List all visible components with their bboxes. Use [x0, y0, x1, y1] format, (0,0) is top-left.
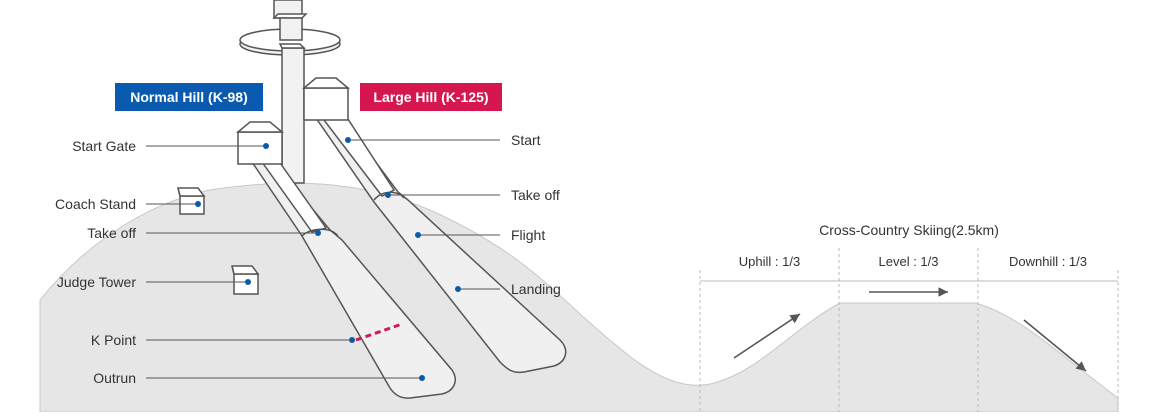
coach-stand-dot	[195, 201, 201, 207]
normal-hill-badge: Normal Hill (K-98)	[115, 83, 263, 111]
label-judge-tower: Judge Tower	[56, 274, 136, 290]
outrun-dot	[419, 375, 425, 381]
large-hill-badge: Large Hill (K-125)	[360, 83, 502, 111]
label-start: Start	[511, 132, 541, 148]
label-landing: Landing	[511, 281, 561, 297]
label-take-off-large: Take off	[511, 187, 560, 203]
label-outrun: Outrun	[93, 370, 136, 386]
label-k-point: K Point	[90, 332, 136, 348]
segment-uphill: Uphill : 1/3	[738, 254, 801, 269]
marker-dots	[195, 137, 461, 381]
right-leader-lines	[348, 139, 500, 290]
k-point-line	[355, 322, 403, 342]
label-take-off-normal: Take off	[87, 225, 136, 241]
flight-dot	[415, 232, 421, 238]
label-start-gate: Start Gate	[72, 138, 136, 154]
label-flight: Flight	[511, 227, 546, 243]
judge-tower-cube	[231, 265, 260, 295]
coach-stand-cube	[177, 187, 206, 215]
uphill-arrow	[733, 313, 801, 359]
cross-country-guides	[699, 248, 1119, 412]
segment-downhill: Downhill : 1/3	[1008, 254, 1088, 269]
normal-hill-ramp	[235, 121, 456, 399]
tower	[239, 0, 341, 184]
large-hill-ramp	[301, 77, 567, 374]
left-leader-lines	[146, 145, 422, 379]
start-dot	[345, 137, 351, 143]
label-coach-stand: Coach Stand	[55, 196, 136, 212]
landing-dot	[455, 286, 461, 292]
judge-tower-dot	[245, 279, 251, 285]
segment-level: Level : 1/3	[878, 254, 939, 269]
start-gate-dot	[263, 143, 269, 149]
take-off-large-dot	[385, 192, 391, 198]
k-point-dot	[349, 337, 355, 343]
cross-country-title: Cross-Country Skiing(2.5km)	[819, 222, 999, 238]
cross-country-arrows	[733, 287, 1087, 372]
take-off-normal-dot	[315, 230, 321, 236]
downhill-arrow	[1023, 319, 1087, 372]
